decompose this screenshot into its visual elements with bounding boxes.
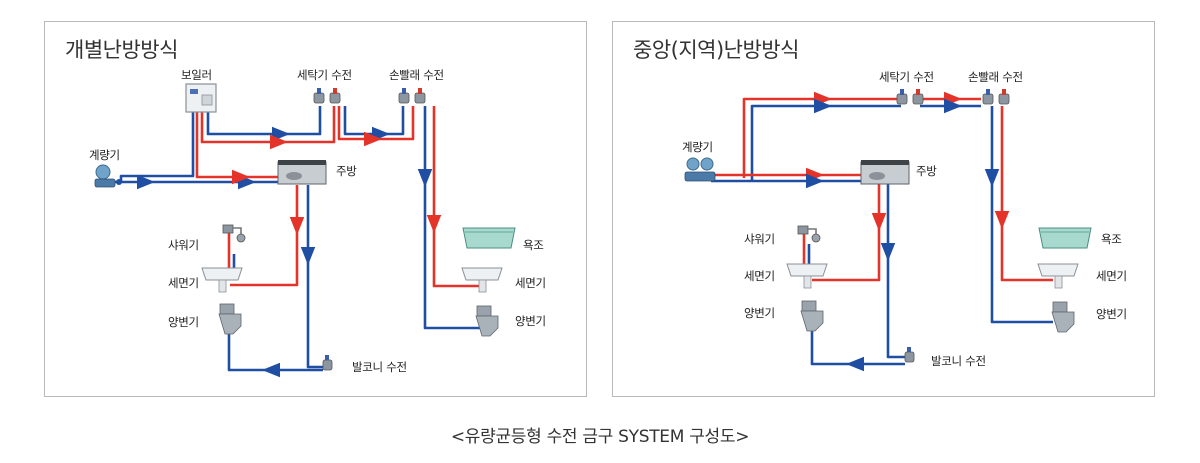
label-basin-2: 세면기 [515, 276, 546, 290]
wash-basin-icon [201, 267, 243, 293]
cold-pipe-toilet-to-balcony [810, 327, 905, 366]
label-kitchen: 주방 [916, 164, 937, 178]
cold-pipe-kitchen-to-balcony [306, 185, 323, 369]
label-basin: 세면기 [744, 269, 775, 283]
hand-wash-faucet-icon [982, 89, 1010, 105]
label-basin: 세면기 [168, 276, 199, 290]
individual-heating-piping-diagram [94, 83, 516, 378]
cold-pipe-toilet-to-balcony [227, 332, 323, 372]
individual-heating-panel: 개별난방방식 보일러 세탁기 수전 손빨래 수전 계량기 주방 샤워기 세면기 … [44, 21, 587, 397]
panel-title: 중앙(지역)난방방식 [633, 38, 799, 62]
water-meter-icon [684, 157, 716, 182]
label-toilet-2: 양변기 [1096, 307, 1127, 321]
hot-pipe-handwash-to-basin [432, 106, 485, 288]
washer-faucet-icon [313, 88, 341, 104]
label-balcony-faucet: 발코니 수전 [931, 354, 986, 368]
toilet-icon [218, 303, 242, 335]
bathtub-icon [462, 227, 516, 249]
label-bathtub: 욕조 [523, 238, 544, 252]
hand-wash-faucet-icon [398, 88, 426, 104]
washer-faucet-icon [896, 89, 924, 105]
label-hand-wash-faucet: 손빨래 수전 [968, 70, 1023, 84]
hot-pipe-boiler-to-washer [200, 106, 336, 144]
label-toilet-2: 양변기 [515, 314, 546, 328]
label-kitchen: 주방 [336, 164, 357, 178]
label-meter: 계량기 [682, 140, 713, 154]
toilet-icon [475, 305, 499, 337]
label-washer-faucet: 세탁기 수전 [297, 68, 352, 82]
cold-pipe-meter-to-boiler [119, 106, 195, 182]
kitchen-sink-icon [277, 160, 327, 185]
cold-pipe-kitchen-to-balcony [886, 184, 905, 359]
label-toilet: 양변기 [168, 315, 199, 329]
balcony-faucet-icon [322, 355, 333, 371]
shower-icon [797, 225, 821, 243]
cold-pipe-main-riser [750, 104, 901, 181]
balcony-faucet-icon [904, 347, 915, 363]
cold-pipe-boiler-to-washer [206, 106, 322, 136]
label-balcony-faucet: 발코니 수전 [352, 360, 407, 374]
figure-caption: <유량균등형 수전 금구 SYSTEM 구성도> [450, 427, 750, 447]
kitchen-sink-icon [860, 160, 910, 185]
wash-basin-icon [461, 267, 503, 293]
central-heating-panel: 중앙(지역)난방방식 세탁기 수전 손빨래 수전 계량기 주방 샤워기 세면기 … [612, 21, 1155, 397]
shower-icon [222, 224, 246, 243]
bathtub-icon [1038, 227, 1092, 249]
central-heating-piping-diagram [684, 89, 1092, 372]
label-boiler: 보일러 [181, 68, 212, 82]
label-basin-2: 세면기 [1096, 269, 1127, 283]
label-washer-faucet: 세탁기 수전 [879, 70, 934, 84]
label-meter: 계량기 [89, 148, 120, 162]
toilet-icon [1051, 301, 1075, 333]
hot-pipe-main-riser [742, 97, 901, 178]
water-meter-icon [94, 164, 122, 188]
label-shower: 샤워기 [744, 232, 775, 246]
label-toilet: 양변기 [744, 306, 775, 320]
panel-title: 개별난방방식 [65, 38, 178, 62]
toilet-icon [800, 300, 824, 332]
wash-basin-icon [1037, 263, 1079, 289]
wash-basin-icon [786, 263, 828, 289]
label-bathtub: 욕조 [1101, 232, 1122, 246]
label-hand-wash-faucet: 손빨래 수전 [389, 68, 444, 82]
cold-pipe-washer-to-handwash [343, 106, 405, 136]
boiler-icon [185, 83, 217, 113]
label-shower: 샤워기 [168, 238, 199, 252]
hot-pipe-handwash-to-basin [1000, 106, 1053, 282]
